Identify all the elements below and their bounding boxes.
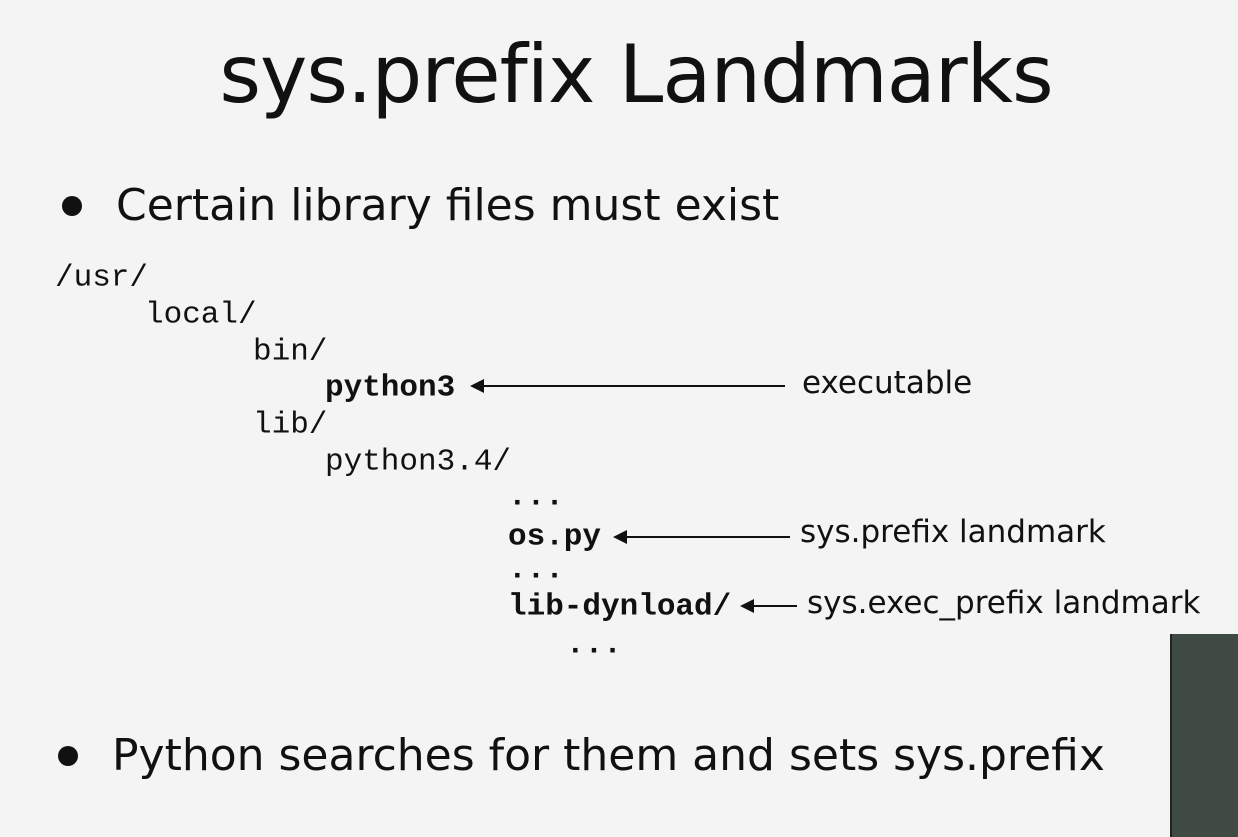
- tree-bin: bin/: [253, 334, 328, 370]
- bullet-icon: [62, 195, 82, 216]
- tree-usr: /usr/: [55, 260, 149, 296]
- bullet-item: Certain library files must exist: [62, 180, 779, 231]
- arrow-left-icon: [470, 379, 785, 393]
- bullet-text: Python searches for them and sets sys.pr…: [112, 730, 1105, 781]
- bullet-icon: [58, 745, 78, 766]
- bullet-item: Python searches for them and sets sys.pr…: [58, 730, 1105, 781]
- tree-ellipsis: ...: [508, 479, 564, 515]
- video-overlay-panel: [1170, 634, 1238, 837]
- label-exec-prefix-landmark: sys.exec_prefix landmark: [807, 585, 1201, 621]
- label-prefix-landmark: sys.prefix landmark: [800, 514, 1106, 550]
- bullet-text: Certain library files must exist: [116, 180, 780, 231]
- arrow-left-icon: [613, 530, 790, 544]
- slide-title: sys.prefix Landmarks: [219, 28, 1053, 121]
- tree-python3: python3: [325, 370, 456, 406]
- tree-lib-dynload: lib-dynload/: [508, 589, 732, 625]
- arrow-left-icon: [740, 599, 797, 613]
- tree-ellipsis: ...: [508, 552, 564, 588]
- tree-local: local/: [145, 297, 257, 333]
- tree-os-py: os.py: [508, 519, 602, 555]
- label-executable: executable: [802, 365, 973, 401]
- tree-ellipsis: ...: [566, 627, 622, 663]
- tree-lib: lib/: [253, 407, 328, 443]
- tree-python34: python3.4/: [325, 444, 512, 480]
